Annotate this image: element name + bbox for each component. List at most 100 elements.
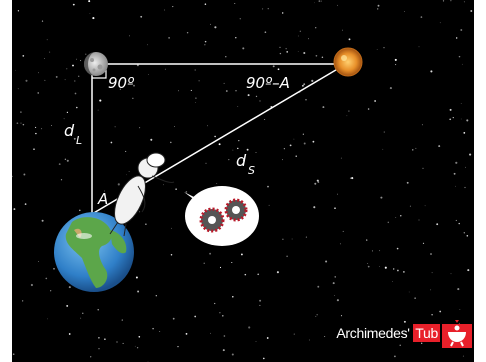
star [136, 64, 139, 67]
star [237, 147, 239, 150]
star [374, 100, 376, 102]
star [159, 331, 161, 332]
star [320, 0, 322, 2]
star [122, 342, 124, 344]
star [399, 344, 401, 346]
star [214, 135, 216, 138]
star [380, 196, 383, 199]
star [177, 346, 179, 348]
star [422, 167, 424, 169]
star [376, 49, 378, 50]
star [403, 320, 406, 323]
star [209, 252, 212, 255]
star [461, 63, 463, 65]
star [225, 90, 228, 92]
star [302, 133, 304, 135]
star [66, 111, 69, 114]
star [133, 84, 135, 87]
star [222, 349, 225, 352]
star [168, 37, 170, 39]
star [147, 44, 148, 46]
star [44, 79, 46, 81]
star [53, 267, 55, 270]
star [14, 69, 16, 71]
star [171, 227, 172, 229]
star [30, 283, 33, 287]
star [315, 27, 317, 29]
star [216, 182, 218, 184]
star [409, 205, 411, 207]
star [384, 266, 387, 269]
star [119, 88, 121, 90]
star [313, 206, 316, 209]
star [78, 75, 80, 77]
star [257, 273, 260, 276]
star [90, 356, 92, 358]
star [350, 336, 352, 338]
star [460, 118, 462, 120]
star [272, 65, 275, 68]
star [430, 253, 432, 255]
star [337, 193, 338, 195]
star [104, 338, 106, 340]
star [383, 131, 385, 133]
star [460, 103, 462, 104]
star [436, 223, 439, 226]
star [449, 118, 452, 121]
star [45, 277, 48, 280]
star [387, 221, 390, 224]
star [64, 158, 67, 161]
star [303, 51, 306, 55]
star [68, 333, 71, 335]
star [150, 138, 153, 141]
star [204, 3, 207, 5]
star [377, 4, 380, 7]
star [342, 230, 344, 232]
star [110, 141, 113, 144]
star [291, 238, 293, 240]
star [456, 37, 458, 39]
star [172, 317, 175, 320]
brand-text-main: Archimedes' [336, 325, 410, 341]
star [99, 99, 102, 102]
star [12, 175, 13, 178]
star [396, 247, 399, 250]
star [41, 219, 44, 222]
star [276, 271, 279, 274]
star [85, 53, 87, 55]
star [155, 295, 157, 297]
star [277, 68, 280, 71]
star [395, 64, 397, 66]
star [148, 74, 149, 75]
star [389, 87, 392, 90]
star [404, 10, 405, 12]
star [459, 309, 461, 310]
star [455, 161, 458, 164]
star [20, 111, 22, 113]
star [125, 150, 127, 152]
diagram-canvas: 90º 90º–A A d L d S [12, 0, 474, 362]
star [64, 79, 66, 81]
star [255, 341, 257, 342]
star [17, 88, 19, 90]
star [379, 250, 381, 252]
star [172, 6, 174, 8]
star [367, 262, 369, 265]
star [449, 108, 452, 111]
star [134, 345, 136, 347]
star [469, 153, 472, 156]
star [232, 149, 234, 151]
star [205, 162, 207, 164]
star [222, 315, 224, 317]
star [259, 299, 262, 302]
star [74, 92, 77, 95]
star [342, 29, 343, 31]
star [394, 58, 397, 61]
star [418, 219, 420, 221]
star [74, 80, 76, 82]
star [228, 159, 230, 161]
bathtub-logo-icon [442, 320, 472, 348]
star [47, 318, 48, 320]
angle-moon-label: 90º [108, 74, 134, 92]
star [340, 157, 342, 159]
